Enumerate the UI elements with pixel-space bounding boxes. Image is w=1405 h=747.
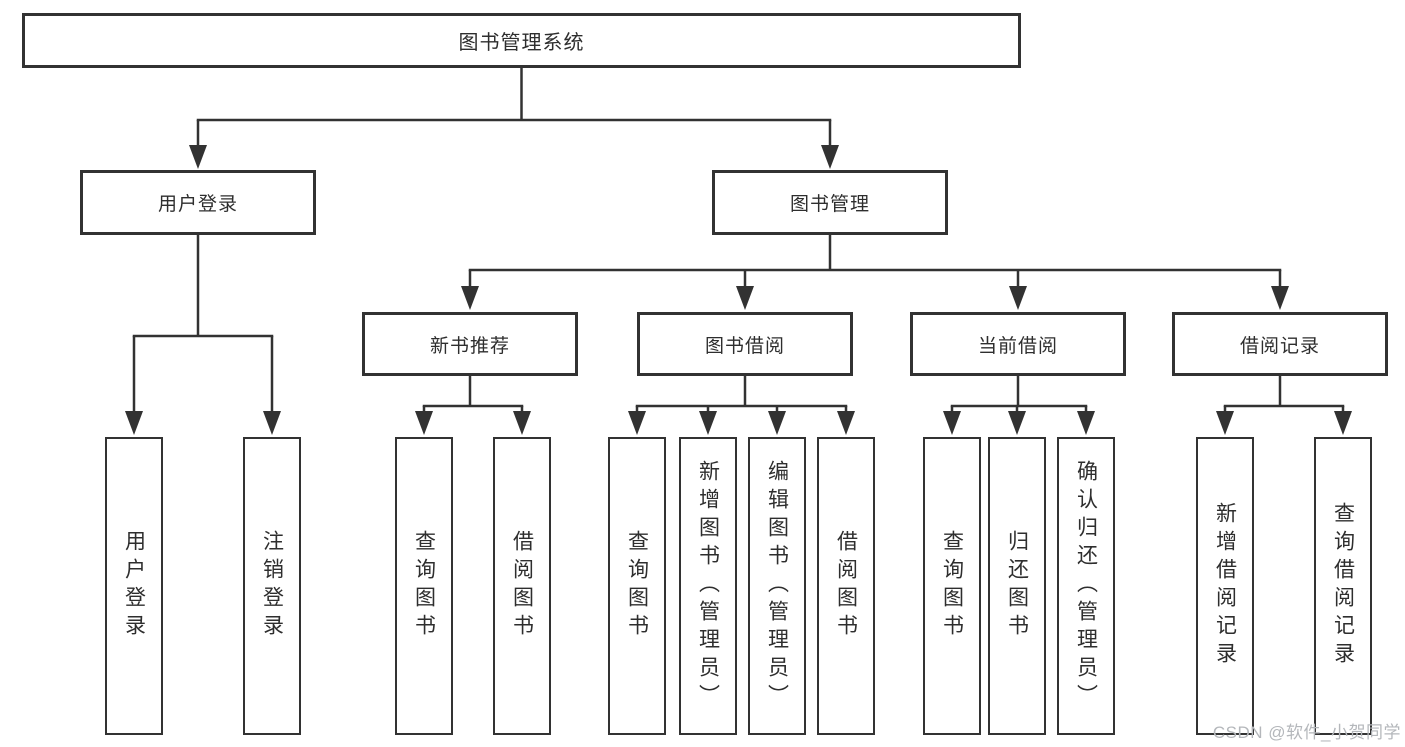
leaf-logout: 注销登录 [243,437,301,735]
leaf-label: 用户登录 [122,530,146,642]
arrowheads [125,145,1352,435]
node-current-borrowing: 当前借阅 [910,312,1126,376]
leaf-label: 查询图书 [412,530,436,642]
node-label: 图书管理系统 [458,32,585,54]
leaf-label: 借阅图书 [510,530,534,642]
node-book-borrowing: 图书借阅 [637,312,853,376]
leaf-label: 新增图书（管理员） [696,460,720,712]
node-label: 图书借阅 [704,335,785,357]
node-label: 借阅记录 [1239,335,1320,357]
node-book-management: 图书管理 [712,170,948,235]
leaf-label: 确认归还（管理员） [1074,460,1098,712]
leaf-query-books-current: 查询图书 [923,437,981,735]
leaf-query-books-borrow: 查询图书 [608,437,666,735]
leaf-label: 注销登录 [260,530,284,642]
leaf-label: 查询图书 [625,530,649,642]
csdn-watermark: CSDN @软件_小贺同学 [1212,723,1401,742]
leaf-label: 编辑图书（管理员） [765,460,789,712]
leaf-query-books-recommend: 查询图书 [395,437,453,735]
node-label: 图书管理 [789,194,870,215]
leaf-label: 归还图书 [1005,530,1029,642]
leaf-label: 查询图书 [940,530,964,642]
node-label: 用户登录 [157,194,238,215]
leaf-label: 查询借阅记录 [1331,502,1355,670]
node-label: 当前借阅 [977,335,1058,357]
node-label: 新书推荐 [429,335,510,357]
leaf-confirm-return-admin: 确认归还（管理员） [1057,437,1115,735]
leaf-add-borrow-record: 新增借阅记录 [1196,437,1254,735]
leaf-edit-books-admin: 编辑图书（管理员） [748,437,806,735]
leaf-user-login: 用户登录 [105,437,163,735]
node-new-book-recommend: 新书推荐 [362,312,578,376]
leaf-return-books: 归还图书 [988,437,1046,735]
leaf-add-books-admin: 新增图书（管理员） [679,437,737,735]
leaf-label: 借阅图书 [834,530,858,642]
leaf-query-borrow-record: 查询借阅记录 [1314,437,1372,735]
leaf-label: 新增借阅记录 [1213,502,1237,670]
node-borrowing-records: 借阅记录 [1172,312,1388,376]
leaf-borrow-books-recommend: 借阅图书 [493,437,551,735]
node-user-login: 用户登录 [80,170,316,235]
node-library-management-system: 图书管理系统 [22,13,1021,68]
leaf-borrow-books: 借阅图书 [817,437,875,735]
